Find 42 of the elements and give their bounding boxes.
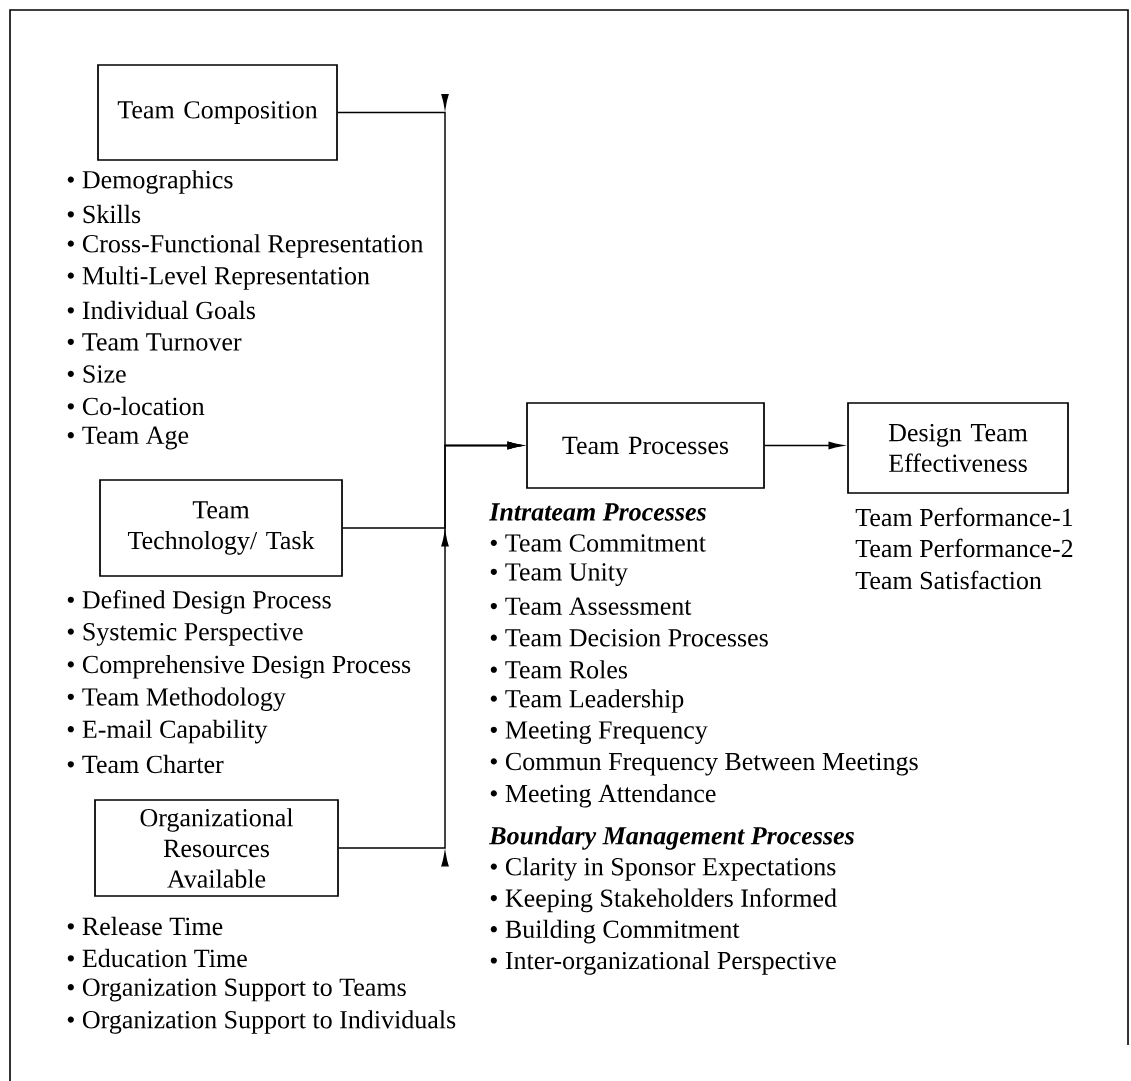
list-item: • Clarity in Sponsor Expectations [490,857,836,881]
list-item: • Size [67,365,126,383]
list-item: • Team Charter [67,754,224,774]
list-item: • Co-location [67,396,205,416]
list-item: • Team Age [67,426,189,450]
box: Team Technology/ Task [99,479,343,577]
box: Team Processes [526,402,765,489]
list-item: • Systemic Perspective [67,623,303,646]
list-item: • Organization Support to Individuals [67,1010,456,1034]
list-item: • Skills [67,204,141,224]
box: Team Composition [97,64,338,161]
list-item: • Release Time [67,916,223,936]
list-item: • Team Roles [490,660,628,679]
list-item: • Commun Frequency Between Meetings [490,752,918,776]
list-item: • E-mail Capability [67,719,268,744]
list-item: • Comprehensive Design Process [67,655,411,679]
list-item: • Meeting Attendance [490,784,716,808]
list-item: • Meeting Frequency [490,721,708,744]
list-item: • Team Assessment [490,597,692,615]
list-item: • Team Leadership [490,689,684,713]
list-item: • Team Unity [490,563,628,586]
list-item: • Demographics [67,170,233,194]
list-heading: Intrateam Processes [489,503,706,521]
box: Design Team Effectiveness [847,402,1069,494]
list-item: • Inter-organizational Perspective [490,951,836,975]
list-item: Team Performance-2 [855,538,1073,558]
list-item: Team Satisfaction [855,570,1042,590]
list-item: • Individual Goals [67,300,255,320]
list-item: • Defined Design Process [67,590,331,614]
box: Organizational Resources Available [94,799,339,897]
list-item: • Team Turnover [67,333,242,351]
list-item: Team Performance-1 [855,507,1073,527]
list-item: • Building Commitment [490,919,740,944]
list-heading: Boundary Management Processes [489,826,854,850]
list-item: • Keeping Stakeholders Informed [490,888,837,913]
list-item: • Team Commitment [490,534,706,552]
list-item: • Organization Support to Teams [67,978,406,1002]
list-item: • Team Methodology [67,687,286,711]
list-item: • Team Decision Processes [490,629,768,647]
list-item: • Cross-Functional Representation [67,234,424,258]
list-item: • Multi-Level Representation [67,266,370,290]
list-item: • Education Time [67,948,247,968]
